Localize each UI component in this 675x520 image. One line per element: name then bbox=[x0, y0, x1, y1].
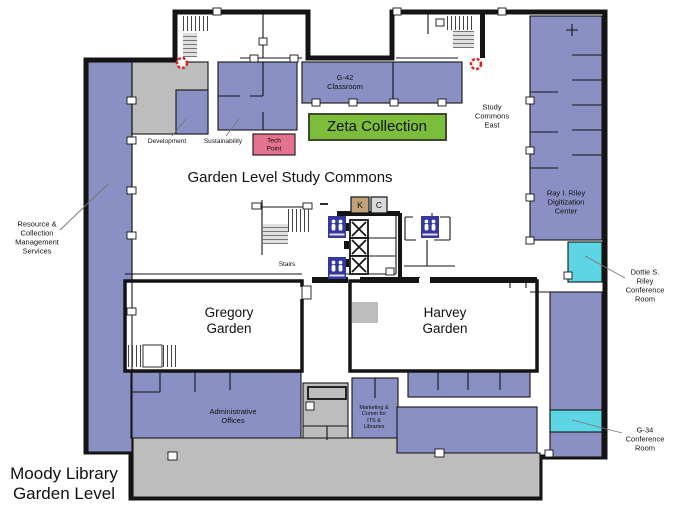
elevator-icon bbox=[349, 237, 369, 257]
elevator-icon bbox=[349, 255, 369, 275]
label-marketing: Marketing & Comm for ITS & Libraries bbox=[359, 405, 389, 431]
stairs-hatch bbox=[288, 209, 311, 232]
room-g42-classroom bbox=[301, 61, 394, 104]
label-study-commons-east: Study Commons East bbox=[474, 102, 510, 130]
door-markers bbox=[126, 7, 573, 461]
label-dottie-riley: Dottie S. Riley Conference Room bbox=[625, 267, 665, 303]
label-admin-offices: Administrative Offices bbox=[209, 407, 257, 425]
room-row-below-harvey bbox=[407, 370, 531, 398]
label-garden-level-study-commons: Garden Level Study Commons bbox=[187, 169, 393, 187]
label-copier: C bbox=[375, 199, 383, 210]
label-tech-point: Tech Point bbox=[266, 137, 282, 152]
room-harvey-garden bbox=[348, 279, 539, 373]
room-g42-east bbox=[392, 61, 463, 104]
label-ray-riley: Ray I. Riley Digitization Center bbox=[546, 188, 586, 216]
room-admin-offices bbox=[130, 371, 302, 439]
tech-point-box bbox=[252, 133, 296, 156]
stairs-hatch bbox=[183, 33, 197, 57]
room-resource-collection bbox=[87, 61, 133, 453]
label-development: Development bbox=[147, 138, 187, 146]
kiosk-box bbox=[350, 196, 370, 214]
label-g34-conference: G-34 Conference Room bbox=[625, 425, 665, 453]
stairs-hatch bbox=[263, 224, 288, 244]
stairs-hatch bbox=[447, 16, 472, 30]
label-g42-classroom: G-42 Classroom bbox=[327, 73, 363, 91]
label-kiosk: K bbox=[357, 199, 363, 210]
label-gregory-garden: Gregory Garden bbox=[204, 305, 254, 336]
leader-lines bbox=[59, 118, 626, 434]
restroom-icon bbox=[328, 216, 346, 238]
stairs-hatch bbox=[453, 31, 474, 48]
harvey-gray-notch bbox=[352, 302, 378, 323]
stairs-hatch bbox=[128, 345, 142, 367]
emergency-exit-icon bbox=[469, 57, 483, 71]
label-zeta-collection: Zeta Collection bbox=[326, 118, 428, 136]
copier-box bbox=[370, 196, 388, 214]
room-bottom-gray bbox=[132, 437, 541, 498]
label-sustainability: Sustainability bbox=[203, 138, 243, 146]
room-lower-band bbox=[396, 406, 538, 454]
restroom-icon bbox=[328, 257, 346, 279]
stairs-hatch bbox=[183, 16, 208, 31]
room-digitization-center bbox=[529, 15, 603, 241]
room-dottie-riley bbox=[567, 241, 603, 283]
label-harvey-garden: Harvey Garden bbox=[422, 305, 468, 336]
stairs-hatch bbox=[163, 345, 177, 367]
emergency-exit-icon bbox=[175, 56, 189, 70]
elevator-icon bbox=[349, 219, 369, 239]
thin-walls bbox=[125, 12, 602, 452]
elevator-bank bbox=[344, 219, 369, 275]
label-resource-collection: Resource & Collection Management Service… bbox=[15, 219, 59, 255]
rooms bbox=[87, 15, 603, 498]
page-title: Moody Library Garden Level bbox=[10, 463, 118, 503]
room-development bbox=[175, 89, 209, 135]
label-stairs: Stairs bbox=[278, 261, 296, 269]
zeta-collection-box bbox=[308, 113, 447, 141]
restroom-icon bbox=[421, 216, 439, 238]
